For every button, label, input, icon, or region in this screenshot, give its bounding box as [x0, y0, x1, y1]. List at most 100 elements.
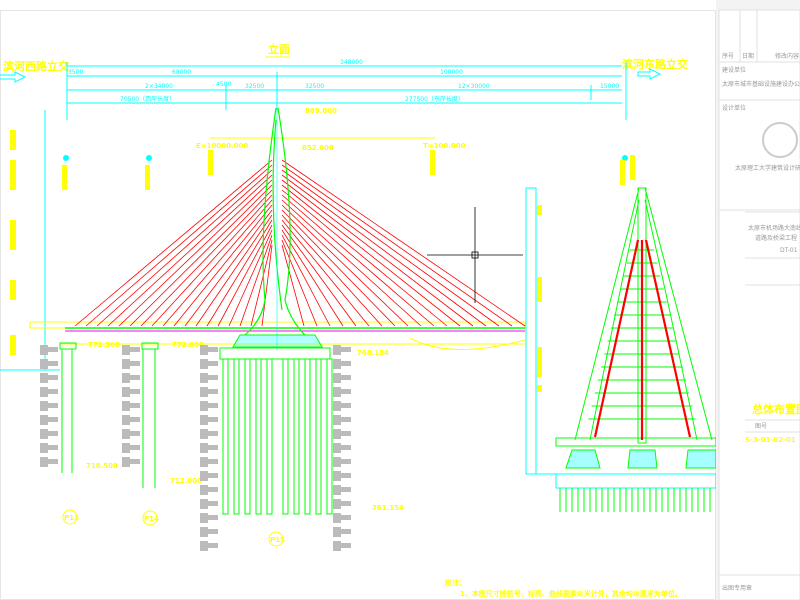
elev-p14-pile: 712.000	[170, 477, 202, 485]
cable-main	[281, 244, 305, 327]
cable-back	[250, 239, 273, 327]
pile	[304, 358, 311, 515]
note-1: 1、本图尺寸除桩号、标高、曲线要素以米计外，其余均以厘米为单位。	[460, 589, 682, 598]
elev-p15-pile: 761.154	[372, 504, 404, 512]
borehole-layer	[48, 375, 58, 380]
cable-back	[184, 209, 273, 327]
side-elevation	[525, 187, 717, 512]
borehole-layer	[341, 389, 351, 394]
elevation-title: 立面	[268, 42, 290, 56]
cable-main	[281, 209, 396, 327]
borehole-layer	[208, 459, 218, 464]
borehole-layer	[48, 431, 58, 436]
borehole-layer	[40, 429, 48, 439]
dim-sub-4: 32500	[245, 83, 264, 90]
borehole-layer	[40, 457, 48, 467]
tb-drawing-no: S-3-01-02-01	[745, 436, 796, 444]
tb-owner: 太原市城市基础设施建设办公室	[722, 80, 800, 88]
elev-curve-e: E=10000.000	[196, 142, 248, 150]
borehole-layer	[200, 359, 208, 369]
cable-back	[173, 204, 273, 327]
borehole-layer	[48, 417, 58, 422]
cable-back	[107, 174, 273, 327]
borehole-layer	[200, 373, 208, 383]
borehole-layer	[333, 429, 341, 439]
pile	[293, 358, 300, 515]
dim-sub-3: 4500	[216, 81, 231, 88]
cable-back	[162, 199, 273, 327]
west-arrow-icon	[0, 71, 27, 83]
cable-back	[85, 164, 273, 327]
borehole-layer	[122, 345, 130, 355]
elev-p13-pile: 718.500	[86, 462, 118, 470]
borehole-layer	[341, 403, 351, 408]
borehole-layer	[341, 459, 351, 464]
tb-project-sub: 道路及桥梁工程	[755, 234, 797, 242]
cable-main	[281, 229, 344, 327]
cable-back	[74, 159, 273, 327]
borehole-layer	[333, 541, 341, 551]
borehole-layer	[333, 415, 341, 425]
borehole-layer	[208, 445, 218, 450]
main-tower	[244, 100, 306, 350]
borehole-layer	[40, 387, 48, 397]
cable-back	[206, 219, 273, 327]
borehole-layer	[122, 429, 130, 439]
pile	[244, 358, 251, 515]
dim-span-left: 68000	[172, 69, 191, 76]
borehole-layer	[208, 403, 218, 408]
tb-seal-label: 出图专用章	[722, 584, 752, 592]
borehole-layer	[333, 513, 341, 523]
cable-back	[151, 194, 273, 327]
height-markers	[10, 130, 635, 355]
dim-sub-6: 12×30000	[458, 83, 490, 90]
east-arrow-icon	[637, 68, 662, 80]
borehole-layer	[208, 375, 218, 380]
tb-owner-label: 建设单位	[722, 66, 746, 74]
borehole-layer	[130, 431, 140, 436]
stay-cables	[74, 159, 526, 327]
borehole-layer	[333, 359, 341, 369]
borehole-layer	[333, 457, 341, 467]
borehole-layer	[208, 389, 218, 394]
cable-main	[281, 164, 513, 327]
bridge-deck	[29, 321, 526, 351]
cable-main	[281, 174, 487, 327]
borehole-layer	[122, 401, 130, 411]
borehole-layer	[130, 403, 140, 408]
west-interchange-label: 滨河西路立交	[3, 59, 69, 73]
cable-back	[228, 229, 273, 327]
borehole-layer	[341, 473, 351, 478]
borehole-layer	[130, 389, 140, 394]
cable-main	[281, 219, 370, 327]
pier-labels: P13 P14 P15	[62, 509, 285, 547]
borehole-layer	[122, 443, 130, 453]
borehole-layer	[48, 459, 58, 464]
pier-label-p15: P15	[270, 536, 285, 544]
dim-sub-1: 3500	[68, 69, 83, 76]
borehole-layer	[122, 359, 130, 369]
borehole-layer	[341, 417, 351, 422]
borehole-layer	[200, 485, 208, 495]
borehole-layer	[200, 457, 208, 467]
borehole-layer	[341, 431, 351, 436]
tb-col-content: 修改内容	[775, 52, 799, 60]
borehole-layer	[130, 417, 140, 422]
borehole-layer	[341, 347, 351, 352]
borehole-layer	[208, 487, 218, 492]
cable-back	[261, 244, 273, 327]
borehole-layer	[122, 387, 130, 397]
borehole-layer	[208, 417, 218, 422]
borehole-layer	[122, 373, 130, 383]
tb-designer-label: 设计单位	[722, 104, 746, 112]
cable-main	[281, 194, 435, 327]
cable-main	[281, 239, 318, 327]
borehole-layer	[333, 485, 341, 495]
borehole-layer	[48, 347, 58, 352]
borehole-layer	[208, 431, 218, 436]
borehole-layer	[200, 415, 208, 425]
pile	[282, 358, 289, 515]
cable-main	[281, 184, 461, 327]
seal-icon	[762, 122, 798, 158]
elev-top: 889.000	[305, 107, 337, 115]
